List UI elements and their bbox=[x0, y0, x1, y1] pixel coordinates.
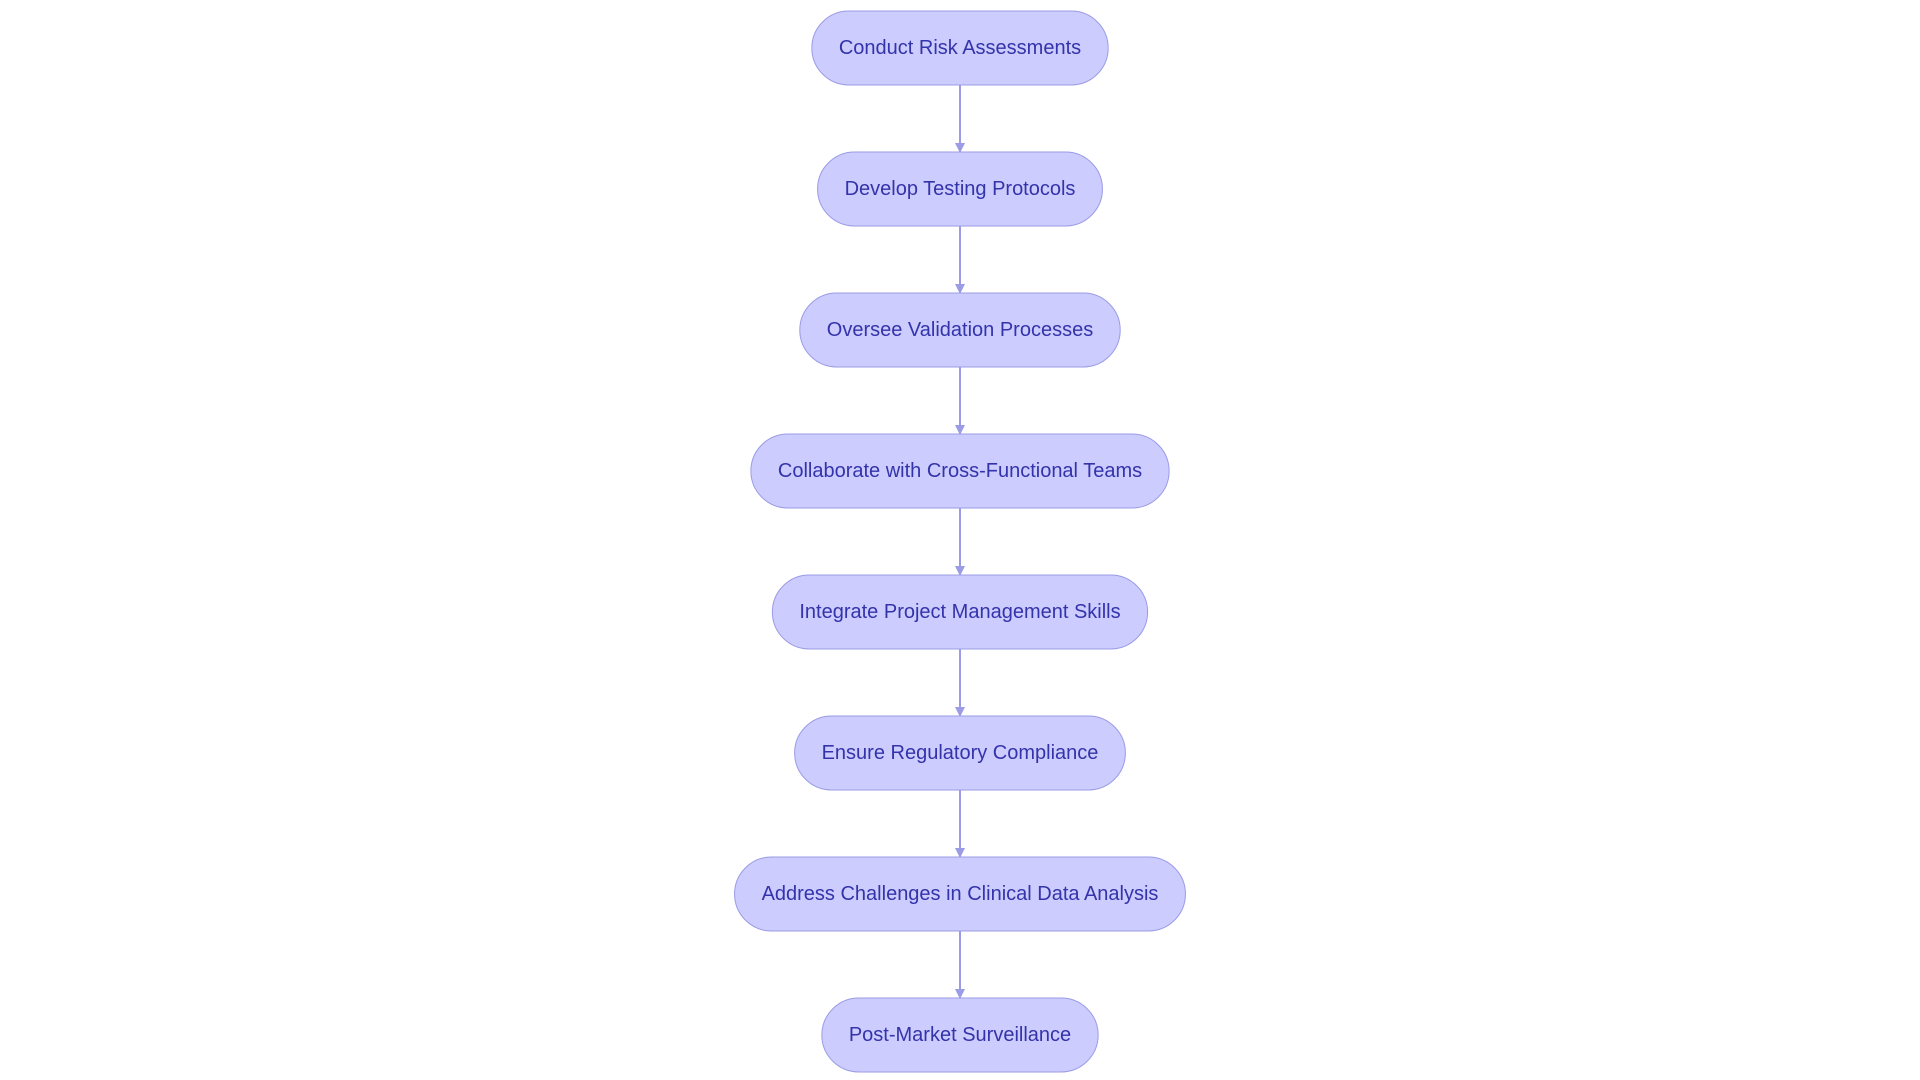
flow-node-label: Develop Testing Protocols bbox=[845, 178, 1076, 200]
flow-node-box bbox=[799, 292, 1121, 368]
flow-node: Oversee Validation Processes bbox=[799, 292, 1121, 368]
flow-node-label: Post-Market Surveillance bbox=[849, 1024, 1071, 1046]
flow-node-box bbox=[821, 997, 1099, 1073]
flow-node-box bbox=[734, 856, 1186, 932]
flow-node-label: Ensure Regulatory Compliance bbox=[822, 742, 1099, 764]
flow-node-label: Oversee Validation Processes bbox=[827, 319, 1093, 341]
flow-node-label: Integrate Project Management Skills bbox=[799, 601, 1120, 623]
flow-node: Ensure Regulatory Compliance bbox=[794, 715, 1126, 791]
flow-node-box bbox=[794, 715, 1126, 791]
flow-node-box bbox=[817, 151, 1103, 227]
flow-node-label: Collaborate with Cross-Functional Teams bbox=[778, 460, 1142, 482]
flow-node: Post-Market Surveillance bbox=[821, 997, 1099, 1073]
flow-node-label: Conduct Risk Assessments bbox=[839, 37, 1081, 59]
flow-node: Conduct Risk Assessments bbox=[811, 10, 1109, 86]
flow-node-label: Address Challenges in Clinical Data Anal… bbox=[762, 883, 1159, 905]
flow-node: Integrate Project Management Skills bbox=[771, 574, 1149, 650]
flow-node: Address Challenges in Clinical Data Anal… bbox=[734, 856, 1186, 932]
flow-node: Collaborate with Cross-Functional Teams bbox=[750, 433, 1170, 509]
flow-node-box bbox=[811, 10, 1109, 86]
flow-node-box bbox=[750, 433, 1170, 509]
flow-node: Develop Testing Protocols bbox=[817, 151, 1103, 227]
flow-node-box bbox=[771, 574, 1149, 650]
